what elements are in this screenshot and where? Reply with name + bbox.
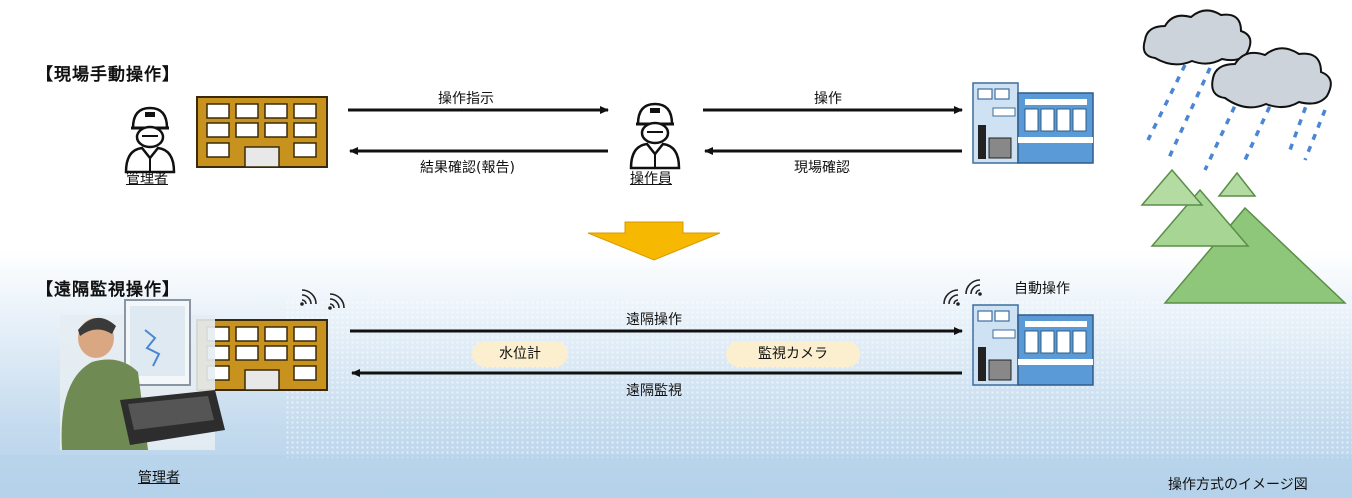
management-office-icon: [196, 96, 328, 168]
surveillance-camera-badge: 監視カメラ: [726, 341, 860, 367]
operator-icon: [629, 102, 681, 170]
gate-facility-remote-icon: [972, 304, 1094, 386]
manager-label: 管理者: [126, 171, 168, 187]
manual-operation-title: 【現場手動操作】: [36, 65, 180, 85]
operator-label: 操作員: [630, 171, 672, 187]
site-check-label: 現場確認: [794, 160, 850, 176]
remote-operation-title: 【遠隔監視操作】: [36, 280, 180, 300]
water-level-gauge-badge: 水位計: [472, 341, 568, 367]
cloud-icon: [1142, 9, 1332, 109]
transition-arrow-icon: [587, 221, 721, 261]
gate-facility-icon: [972, 82, 1094, 164]
instruction-label: 操作指示: [438, 91, 494, 107]
rain-icon: [1146, 64, 1327, 171]
footer-bar: [0, 455, 1352, 498]
diagram-caption: 操作方式のイメージ図: [1168, 477, 1308, 493]
auto-operation-label: 自動操作: [1014, 281, 1070, 297]
operate-label: 操作: [814, 91, 842, 107]
wireless-signal-icon: [299, 289, 345, 311]
report-label: 結果確認(報告): [420, 160, 515, 176]
remote-manager-photo: [60, 299, 225, 450]
remote-manager-label: 管理者: [138, 470, 180, 486]
manager-icon: [124, 106, 176, 174]
wireless-signal-gate-icon: [943, 279, 983, 307]
remote-operation-label: 遠隔操作: [626, 312, 682, 328]
remote-monitoring-label: 遠隔監視: [626, 383, 682, 399]
management-office-remote-icon: [196, 319, 328, 391]
dotted-background: [285, 300, 1352, 460]
mountain-icon: [1140, 168, 1347, 304]
